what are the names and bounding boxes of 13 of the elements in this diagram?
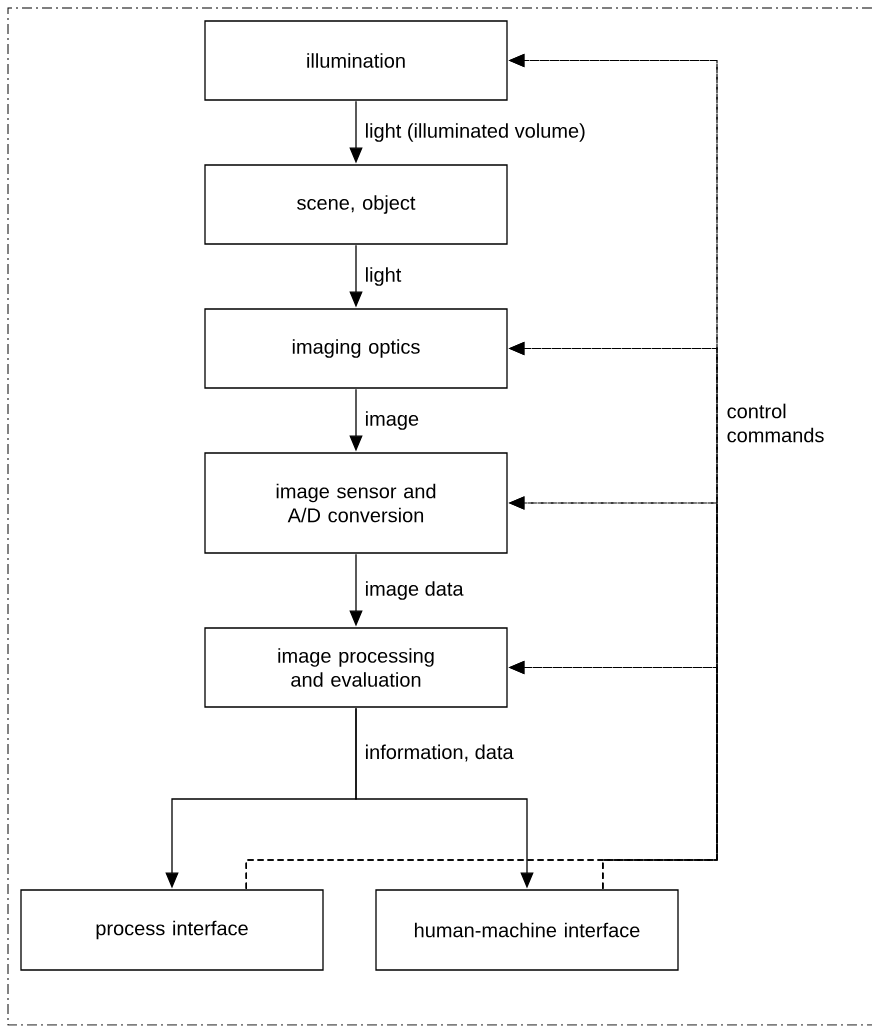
process-box: image sensor and A/D conversion	[204, 452, 508, 554]
process-box: scene, object	[204, 164, 508, 245]
annotation-text: control commands	[727, 403, 824, 443]
process-box: illumination	[204, 20, 508, 101]
edge-label: image data	[366, 581, 464, 600]
process-box: human-machine interface	[375, 889, 679, 971]
edge-label: light (illuminated volume)	[366, 123, 585, 142]
process-box: imaging optics	[204, 308, 508, 389]
process-box: image processing and evaluation	[204, 627, 508, 708]
edge-label: information, data	[366, 744, 514, 762]
process-box: process interface	[20, 889, 324, 971]
edge-label: light	[366, 267, 402, 286]
edge-label: image	[366, 411, 419, 430]
